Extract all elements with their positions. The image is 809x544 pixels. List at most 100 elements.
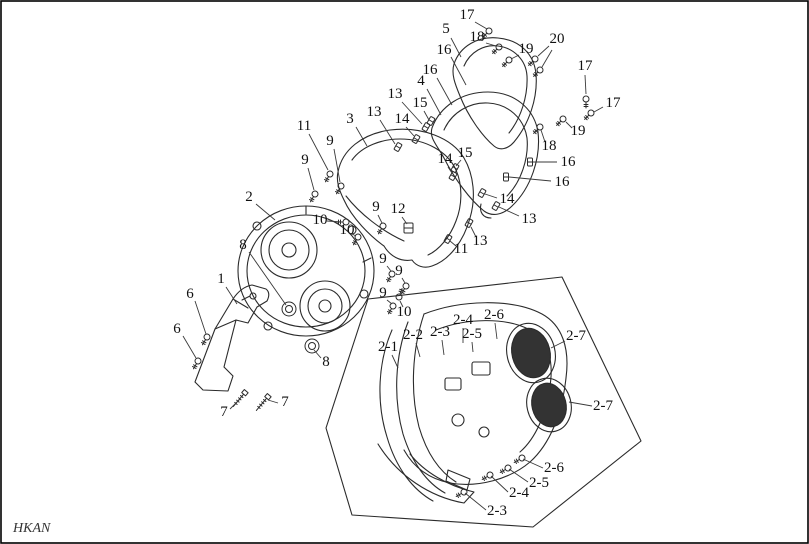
callout-label-9: 9 xyxy=(379,251,387,267)
detail-boundary-polygon xyxy=(325,276,642,528)
callout-label-11: 11 xyxy=(454,241,468,257)
leader-line xyxy=(377,214,383,224)
callout-label-9: 9 xyxy=(326,133,334,149)
clip-icon xyxy=(448,171,458,181)
leader-line xyxy=(450,37,462,58)
leader-line xyxy=(401,277,406,284)
clip-icon xyxy=(503,172,509,182)
leader-line xyxy=(568,401,593,407)
callout-label-10: 10 xyxy=(313,212,328,228)
callout-label-2-3: 2-3 xyxy=(487,503,507,519)
callout-label-20: 20 xyxy=(550,31,565,47)
callout-label-2-6: 2-6 xyxy=(484,307,504,323)
screw-icon xyxy=(481,471,494,481)
leader-line xyxy=(541,49,553,68)
screw-icon xyxy=(201,333,211,346)
headlamp-2-7-lower xyxy=(526,377,572,433)
clip-icon xyxy=(411,134,421,144)
leader-line xyxy=(307,167,315,191)
leader-line xyxy=(471,341,474,353)
screw-icon xyxy=(501,56,513,68)
screw-icon xyxy=(583,109,595,121)
leader-line xyxy=(484,193,498,199)
leader-line xyxy=(485,42,497,47)
leader-line xyxy=(540,129,546,143)
screw-icon xyxy=(377,222,387,235)
callout-label-17: 17 xyxy=(578,58,594,74)
part-front-fender-panel-3 xyxy=(336,128,474,268)
clip-icon xyxy=(527,157,533,167)
clip-icon xyxy=(464,218,474,228)
callout-label-8: 8 xyxy=(322,354,330,370)
leader-line xyxy=(455,159,462,167)
screw-icon xyxy=(499,464,512,474)
headlight-assembly-detail-group xyxy=(325,276,642,528)
leader-line xyxy=(423,110,430,121)
fasteners-layer xyxy=(192,27,595,498)
callout-label-2-6: 2-6 xyxy=(544,460,564,476)
leader-line xyxy=(401,101,423,125)
part-inner-panel-4 xyxy=(430,91,540,219)
screw-icon xyxy=(491,43,503,55)
leader-line xyxy=(510,54,520,60)
leader-line xyxy=(391,354,399,369)
callout-label-6: 6 xyxy=(173,321,181,337)
leader-line xyxy=(537,45,550,57)
callout-label-2-2: 2-2 xyxy=(403,327,423,343)
assembly-shell-2-1 xyxy=(379,329,434,502)
clip-icon xyxy=(491,201,501,211)
callout-label-2-4: 2-4 xyxy=(509,485,529,501)
callout-label-7: 7 xyxy=(281,394,289,410)
headlamp-2-7-upper xyxy=(506,322,556,384)
callout-label-18: 18 xyxy=(542,138,557,154)
callout-label-2-7: 2-7 xyxy=(566,328,586,344)
leader-line xyxy=(255,203,276,221)
leader-line xyxy=(450,56,467,86)
callout-label-16: 16 xyxy=(423,62,439,78)
leader-line xyxy=(333,148,341,183)
clip-icon xyxy=(477,188,487,198)
leader-line xyxy=(565,121,573,129)
callout-label-9: 9 xyxy=(372,199,380,215)
callout-label-6: 6 xyxy=(186,286,194,302)
screw-icon xyxy=(395,288,404,301)
callout-label-17: 17 xyxy=(606,95,622,111)
callout-label-14: 14 xyxy=(438,151,454,167)
clip-icon xyxy=(443,234,453,244)
leader-line xyxy=(508,468,529,483)
leader-line xyxy=(399,300,404,308)
callout-label-15: 15 xyxy=(413,95,428,111)
brand-watermark: HKAN xyxy=(12,521,51,536)
leader-line xyxy=(464,492,487,511)
screw-icon xyxy=(527,55,539,67)
callout-label-13: 13 xyxy=(367,104,382,120)
leader-line xyxy=(386,299,393,305)
screw-icon xyxy=(513,454,526,464)
leader-line xyxy=(313,349,322,359)
callout-label-14: 14 xyxy=(500,191,516,207)
leader-line xyxy=(593,106,604,113)
part-support-bracket-1 xyxy=(194,284,270,392)
plate-icon xyxy=(403,222,414,234)
callout-label-9: 9 xyxy=(379,285,387,301)
callout-label-17: 17 xyxy=(460,7,476,23)
clip-icon xyxy=(421,122,431,132)
leader-line xyxy=(470,226,477,238)
assembly-hole xyxy=(451,413,465,427)
callout-label-9: 9 xyxy=(301,152,309,168)
screw-icon xyxy=(335,182,345,195)
callout-label-16: 16 xyxy=(561,154,577,170)
callout-label-8: 8 xyxy=(239,237,247,253)
callout-label-2-7: 2-7 xyxy=(593,398,613,414)
callout-label-14: 14 xyxy=(395,111,411,127)
screw-icon xyxy=(309,190,319,203)
screw-icon xyxy=(455,488,468,498)
callout-label-19: 19 xyxy=(519,41,534,57)
screw-icon xyxy=(582,95,590,109)
callout-label-13: 13 xyxy=(473,233,488,249)
callout-label-2-5: 2-5 xyxy=(462,326,482,342)
leader-line xyxy=(308,133,329,171)
leader-line xyxy=(415,342,421,358)
